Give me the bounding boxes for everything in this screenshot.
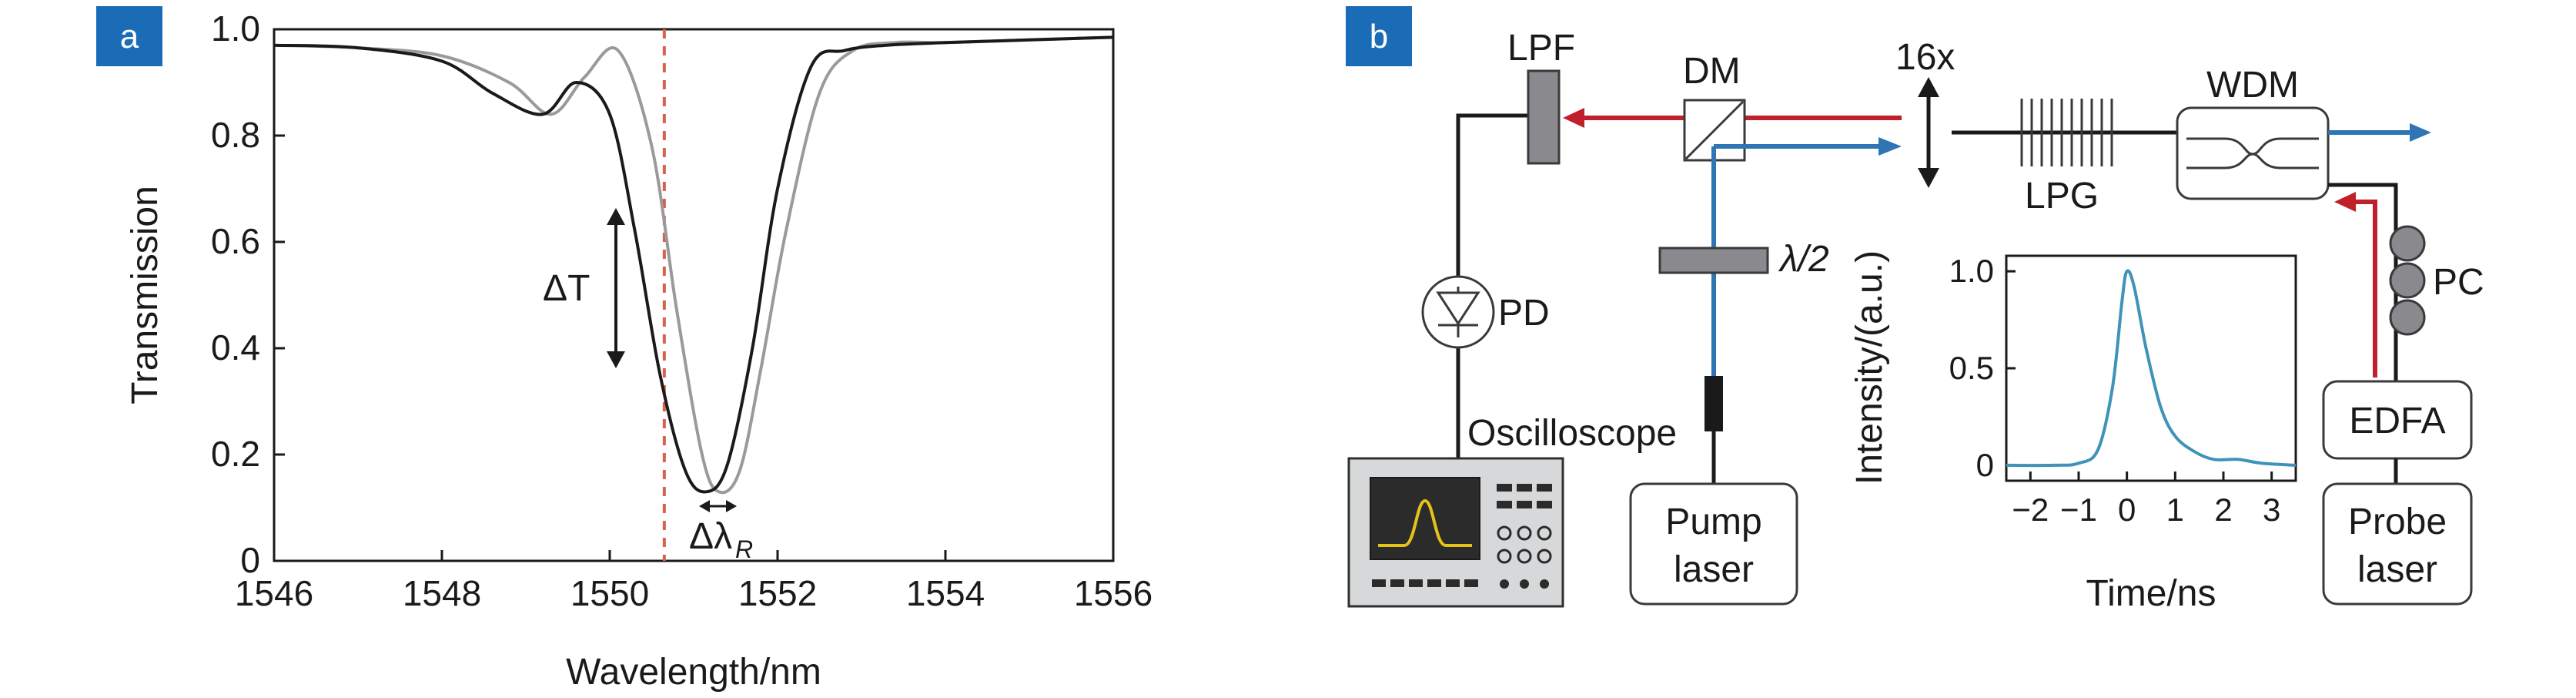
wdm-label: WDM [2206, 65, 2299, 106]
probe-laser-label-line2: laser [2357, 549, 2437, 590]
chart-a-y-tick-label: 0.4 [211, 327, 260, 367]
chart-a-x-ticks: 1546 1548 1550 1552 1554 1556 [235, 550, 1153, 613]
chart-b-y-tick-label: 1.0 [1949, 253, 1994, 289]
objective-arrow-down [1918, 168, 1939, 188]
panel-b-badge [1346, 6, 1412, 66]
pump-laser-box [1629, 482, 1798, 606]
chart-b-y-tick-label: 0.5 [1949, 350, 1994, 386]
oscilloscope-buttons [1372, 484, 1552, 589]
probe-beam-arrowhead [1563, 108, 1584, 128]
chart-b-y-tick-label: 0 [1976, 447, 1994, 483]
pump-beam-arrowhead [1878, 137, 1902, 156]
delta-t-label: ΔT [543, 268, 590, 309]
pc-paddle-2 [2389, 262, 2426, 299]
half-wave-label: λ/2 [1778, 239, 1829, 280]
chart-b-x-tick-label: −1 [2060, 492, 2097, 528]
delta-lambda-label: Δλ [689, 516, 732, 557]
dm-label: DM [1683, 51, 1741, 92]
chart-a-x-tick-label: 1554 [906, 573, 985, 613]
probe-laser-label-line1: Probe [2348, 502, 2447, 542]
fiber-pd-lpf [1456, 113, 1528, 277]
chart-a-x-label: Wavelength/nm [566, 652, 821, 693]
wdm-coupler-bottom [2186, 153, 2319, 169]
lpg-label: LPG [2025, 176, 2099, 216]
chart-b-x-tick-label: 0 [2118, 492, 2136, 528]
oscilloscope-trace [1378, 498, 1472, 547]
chart-b-x-tick-label: −2 [2012, 492, 2049, 528]
chart-a-y-label: Transmission [125, 186, 166, 404]
oscilloscope: Oscilloscope [1347, 413, 1677, 608]
lpf-filter [1527, 69, 1561, 165]
delta-t-annotation: ΔT [543, 208, 625, 368]
photodiode-symbol-icon [1436, 291, 1480, 326]
oscilloscope-label: Oscilloscope [1467, 413, 1677, 454]
chart-a-x-tick-label: 1550 [570, 573, 649, 613]
chart-b-x-tick-label: 1 [2166, 492, 2184, 528]
chart-a-series-0-curve [273, 35, 1114, 494]
panel-a-badge [96, 6, 162, 66]
pump-laser-label-line1: Pump [1665, 502, 1761, 542]
pump-fiber-connector [1705, 376, 1723, 431]
oscilloscope-screen [1370, 477, 1480, 560]
delta-t-arrow-down [607, 351, 625, 368]
wdm-pump-output-arrowhead [2410, 123, 2431, 142]
chart-a-x-tick-label: 1556 [1074, 573, 1153, 613]
probe-input-path [2354, 200, 2377, 378]
pd-label: PD [1498, 293, 1550, 334]
chart-a-x-tick-label: 1552 [738, 573, 817, 613]
chart-a-y-tick-label: 0.6 [211, 221, 260, 261]
chart-a-y-ticks: 0 0.2 0.4 0.6 0.8 1.0 [211, 8, 285, 580]
probe-input-arrowhead [2334, 192, 2356, 212]
half-wave-plate [1658, 247, 1769, 274]
chart-b-y-label: Intensity/(a.u.) [1849, 250, 1890, 485]
lpf-label: LPF [1507, 28, 1575, 69]
panel-b: b LPF DM λ/2 Pump laser 16x [1346, 6, 2484, 614]
magnification-label: 16x [1895, 37, 1955, 78]
chart-b-x-label: Time/ns [2086, 573, 2216, 614]
fiber-wdm-edfa [2328, 183, 2398, 381]
chart-a-y-tick-label: 0.2 [211, 434, 260, 474]
lpg-grating [2020, 99, 2113, 166]
delta-lambda-subscript: R [735, 535, 753, 563]
dm-diagonal [1684, 100, 1745, 160]
chart-a-y-tick-label: 0 [240, 540, 260, 580]
chart-b-x-tick-label: 2 [2214, 492, 2232, 528]
panel-a-badge-label: a [120, 18, 139, 55]
chart-a-frame [273, 28, 1115, 562]
edfa-label: EDFA [2349, 401, 2445, 441]
chart-b-y-ticks: 0 0.5 1.0 [1949, 253, 2016, 483]
pc-paddle-3 [2389, 299, 2426, 336]
chart-a-x-tick-label: 1548 [403, 573, 481, 613]
pc-paddle-1 [2389, 225, 2426, 262]
delta-t-arrow-up [607, 208, 625, 225]
delta-lambda-annotation: Δλ R [689, 500, 753, 563]
pc-label: PC [2433, 262, 2484, 303]
delta-lambda-arrow-left [699, 500, 710, 512]
chart-b-x-tick-label: 3 [2263, 492, 2280, 528]
chart-a-series-1-curve [273, 35, 1114, 495]
pump-laser-label-line2: laser [1674, 549, 1754, 590]
probe-laser-box [2322, 482, 2473, 606]
chart-b-series-0-curve [2006, 269, 2297, 468]
delta-lambda-arrow-right [726, 500, 737, 512]
chart-a-y-tick-label: 0.8 [211, 115, 260, 155]
chart-a-x-tick-label: 1546 [235, 573, 313, 613]
chart-a-y-tick-label: 1.0 [211, 8, 260, 49]
panel-b-badge-label: b [1370, 18, 1388, 55]
objective-arrow-up [1918, 77, 1939, 97]
